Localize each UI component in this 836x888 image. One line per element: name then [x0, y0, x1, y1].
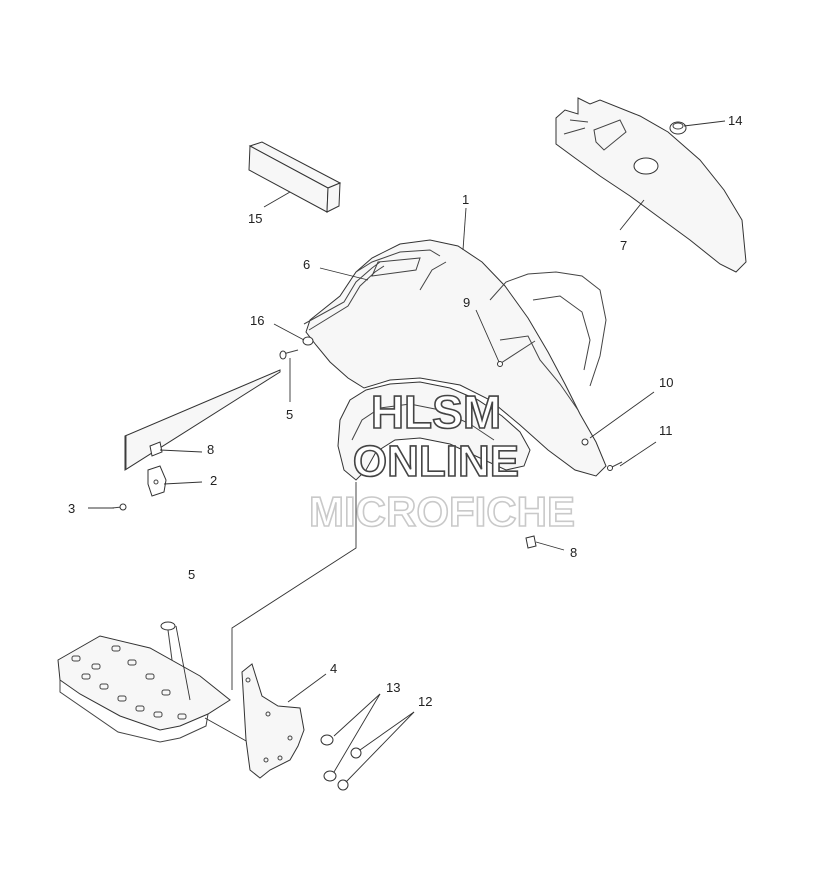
watermark-line2: ONLINE: [353, 437, 519, 486]
part-2-bracket-assembly: [124, 369, 281, 497]
callout-12: 12: [418, 694, 432, 709]
part-6-trim-strip: [303, 261, 385, 331]
part-15-foam-block: [248, 141, 342, 213]
callout-11: 11: [659, 423, 673, 438]
callout-6: 6: [303, 257, 310, 272]
part-4-bracket-plate: [241, 663, 305, 779]
reference-line: [231, 482, 357, 690]
leader-lines: [88, 120, 726, 783]
callout-5-lower: 5: [188, 567, 195, 582]
callout-15: 15: [248, 211, 262, 226]
watermark-line1: HLSM: [371, 386, 501, 438]
part-1-main-fender: [305, 239, 607, 477]
callout-5-upper: 5: [286, 407, 293, 422]
callout-16: 16: [250, 313, 264, 328]
callout-labels: 1 6 14 7 15 9 16 5 10 11 8 2 3 8 5 4 13 …: [68, 113, 742, 709]
callout-13: 13: [386, 680, 400, 695]
part-3-screw: [111, 503, 127, 511]
watermark: HLSM ONLINE MICROFICHE: [308, 385, 576, 536]
fender-lower-arch: [337, 381, 531, 481]
part-16-washer: [302, 336, 314, 346]
callout-2: 2: [210, 473, 217, 488]
callout-8-left: 8: [207, 442, 214, 457]
part-8-clip-right: [525, 535, 537, 549]
callout-14: 14: [728, 113, 742, 128]
callout-1: 1: [462, 192, 469, 207]
footrest: [57, 635, 249, 743]
part-5-bolt-lower: [160, 621, 191, 701]
watermark-line3: MICROFICHE: [309, 488, 575, 535]
callout-3: 3: [68, 501, 75, 516]
part-10-hole: [581, 438, 589, 446]
part-11-screw: [607, 461, 623, 471]
part-7-fender-liner: [555, 97, 747, 273]
part-5-screw-upper: [279, 349, 299, 360]
callout-10: 10: [659, 375, 673, 390]
callout-4: 4: [330, 661, 337, 676]
part-9-pin: [497, 340, 536, 367]
callout-7: 7: [620, 238, 627, 253]
callout-8-right: 8: [570, 545, 577, 560]
part-13-washers: [320, 734, 337, 782]
callout-9: 9: [463, 295, 470, 310]
part-12-nuts: [337, 747, 362, 791]
part-14-grommet: [669, 121, 687, 135]
